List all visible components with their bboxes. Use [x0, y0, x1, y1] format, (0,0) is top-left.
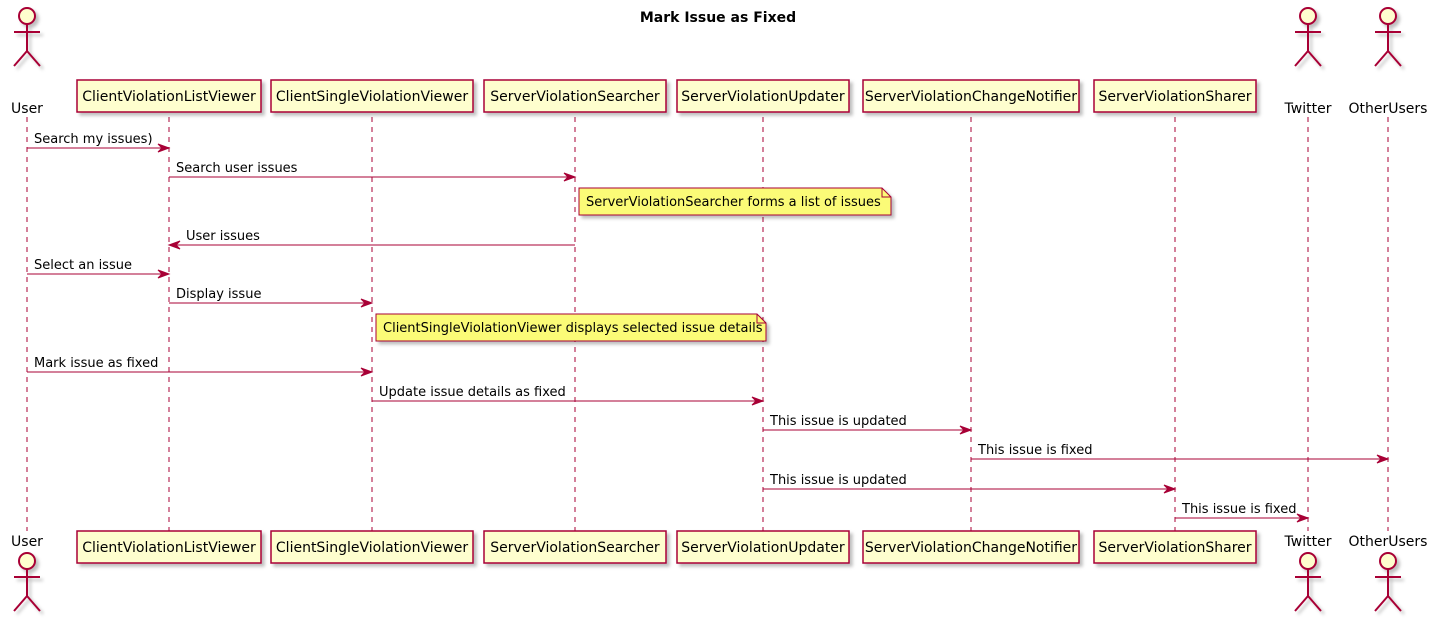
participant-box-clvv-bottom: ClientViolationListViewer — [76, 530, 262, 564]
participant-label-twitter-top: Twitter — [1284, 101, 1332, 117]
message-arrow: User issues — [167, 229, 575, 250]
participant-label-svu-top: ServerViolationUpdater — [681, 89, 845, 105]
participant-label-csvv-top: ClientSingleViolationViewer — [276, 89, 468, 105]
message-arrow: Search user issues — [169, 161, 577, 182]
participant-label-svcn-bottom: ServerViolationChangeNotifier — [865, 540, 1077, 556]
user-bottom-actor-icon — [13, 552, 41, 612]
note: ClientSingleViolationViewer displays sel… — [375, 313, 767, 342]
participant-label-twitter-bottom: Twitter — [1284, 534, 1332, 550]
lifelines — [26, 117, 1389, 531]
note-label: ClientSingleViolationViewer displays sel… — [383, 321, 763, 336]
twitter-bottom-actor-icon — [1294, 552, 1322, 612]
participant-label-clvv-bottom: ClientViolationListViewer — [82, 540, 256, 556]
participant-box-svsh-top: ServerViolationSharer — [1093, 79, 1257, 113]
message-arrow: Mark issue as fixed — [27, 356, 374, 377]
participant-label-svsh-bottom: ServerViolationSharer — [1098, 540, 1251, 556]
message-label: This issue is updated — [769, 414, 907, 429]
others-bottom-actor-icon — [1374, 552, 1402, 612]
participant-label-svsh-top: ServerViolationSharer — [1098, 89, 1251, 105]
participant-box-svs-bottom: ServerViolationSearcher — [483, 530, 667, 564]
message-label: Search user issues — [176, 161, 298, 176]
participant-box-svcn-bottom: ServerViolationChangeNotifier — [862, 530, 1080, 564]
participant-box-csvv-bottom: ClientSingleViolationViewer — [270, 530, 474, 564]
participant-label-svu-bottom: ServerViolationUpdater — [681, 540, 845, 556]
message-label: Mark issue as fixed — [34, 356, 158, 371]
message-arrow: This issue is updated — [763, 473, 1177, 494]
twitter-top-actor-icon — [1294, 7, 1322, 67]
others-top-actor-icon — [1374, 7, 1402, 67]
message-arrow: Select an issue — [27, 258, 171, 279]
participant-label-others-top: OtherUsers — [1349, 101, 1428, 117]
participant-label-svs-top: ServerViolationSearcher — [490, 89, 660, 105]
message-label: This issue is fixed — [1181, 502, 1296, 517]
participant-label-csvv-bottom: ClientSingleViolationViewer — [276, 540, 468, 556]
message-label: Search my issues) — [34, 132, 153, 147]
participant-heads: UserUserClientViolationListViewerClientV… — [11, 7, 1428, 612]
message-label: This issue is updated — [769, 473, 907, 488]
message-label: User issues — [186, 229, 260, 244]
diagram-title: Mark Issue as Fixed — [640, 10, 796, 26]
message-arrow: Display issue — [169, 287, 374, 308]
message-arrow: This issue is fixed — [1175, 502, 1310, 523]
message-label: Select an issue — [34, 258, 132, 273]
message-arrow: This issue is updated — [763, 414, 973, 435]
participant-box-svsh-bottom: ServerViolationSharer — [1093, 530, 1257, 564]
message-label: This issue is fixed — [977, 443, 1092, 458]
events: Search my issues) Search user issuesServe… — [27, 132, 1390, 523]
participant-box-csvv-top: ClientSingleViolationViewer — [270, 79, 474, 113]
participant-box-svcn-top: ServerViolationChangeNotifier — [862, 79, 1080, 113]
participant-label-clvv-top: ClientViolationListViewer — [82, 89, 256, 105]
participant-box-svu-top: ServerViolationUpdater — [676, 79, 850, 113]
message-arrow: Update issue details as fixed — [372, 385, 765, 406]
message-label: Update issue details as fixed — [379, 385, 566, 400]
message-arrow: This issue is fixed — [971, 443, 1390, 464]
user-top-actor-icon — [13, 7, 41, 67]
participant-label-svcn-top: ServerViolationChangeNotifier — [865, 89, 1077, 105]
participant-box-clvv-top: ClientViolationListViewer — [76, 79, 262, 113]
participant-box-svu-bottom: ServerViolationUpdater — [676, 530, 850, 564]
message-arrow: Search my issues) — [27, 132, 171, 153]
participant-label-user-bottom: User — [11, 534, 43, 550]
participant-label-user-top: User — [11, 101, 43, 117]
participant-label-others-bottom: OtherUsers — [1349, 534, 1428, 550]
note-label: ServerViolationSearcher forms a list of … — [586, 195, 881, 210]
participant-label-svs-bottom: ServerViolationSearcher — [490, 540, 660, 556]
message-label: Display issue — [176, 287, 261, 302]
participant-box-svs-top: ServerViolationSearcher — [483, 79, 667, 113]
note: ServerViolationSearcher forms a list of … — [578, 187, 892, 216]
